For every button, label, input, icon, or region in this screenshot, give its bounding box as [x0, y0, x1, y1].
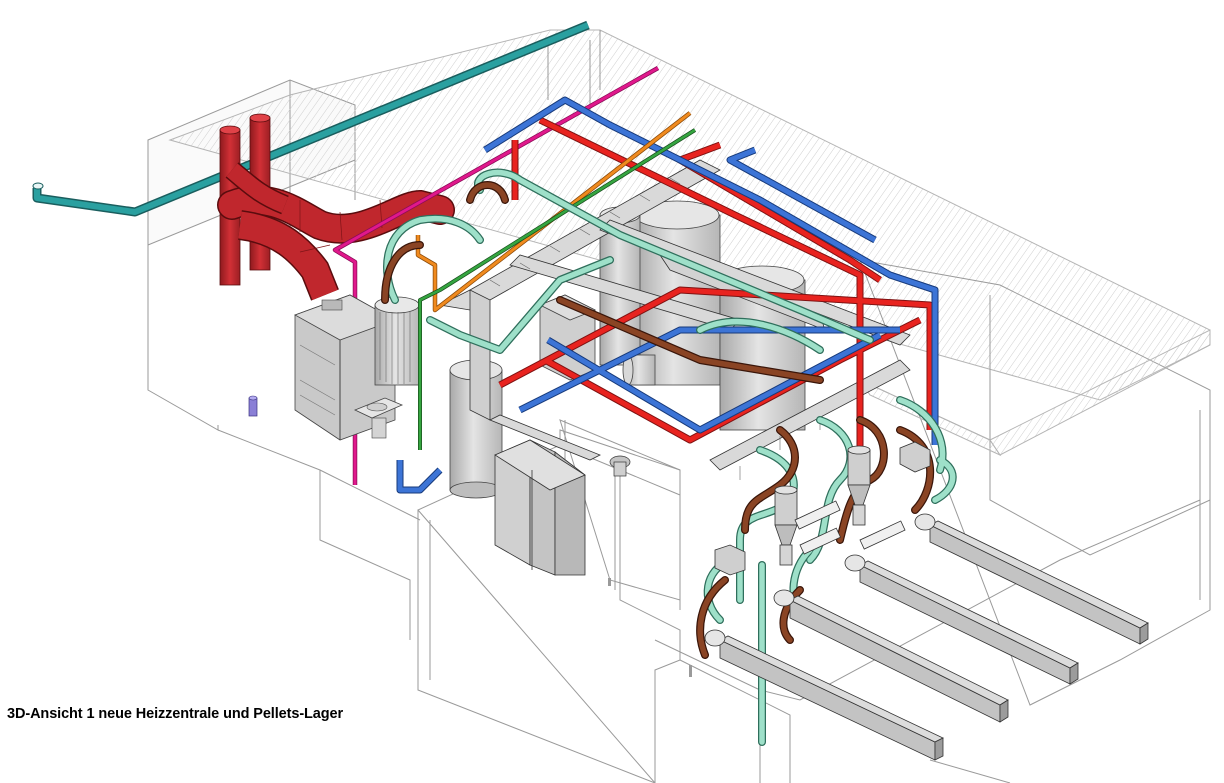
right-roof-slab [859, 259, 1211, 706]
screw-conveyor-3 [844, 554, 1079, 685]
connector-tubes [794, 500, 906, 555]
screw-conveyor-2 [773, 589, 1009, 723]
door-outline [559, 419, 681, 601]
small-blue-part [248, 397, 258, 417]
cyclone-2 [847, 445, 871, 526]
small-valve-unit [609, 455, 631, 477]
screw-conveyors [704, 500, 1149, 761]
rainwater-pipe [32, 20, 590, 217]
horizontal-vessel [622, 354, 656, 386]
screw-conveyor-4 [914, 513, 1149, 645]
hopper-1 [714, 544, 746, 576]
return-pipes-blue [396, 96, 939, 494]
control-cabinet [494, 439, 586, 576]
hopper-2 [899, 441, 931, 473]
screw-conveyor-1 [704, 629, 944, 761]
boiler-storage-cylinder [374, 296, 421, 386]
diagram-caption: 3D-Ansicht 1 neue Heizzentrale und Pelle… [7, 706, 344, 722]
suction-cyclones [714, 441, 931, 576]
wash-basin [353, 397, 404, 439]
cyclone-1 [774, 485, 798, 566]
